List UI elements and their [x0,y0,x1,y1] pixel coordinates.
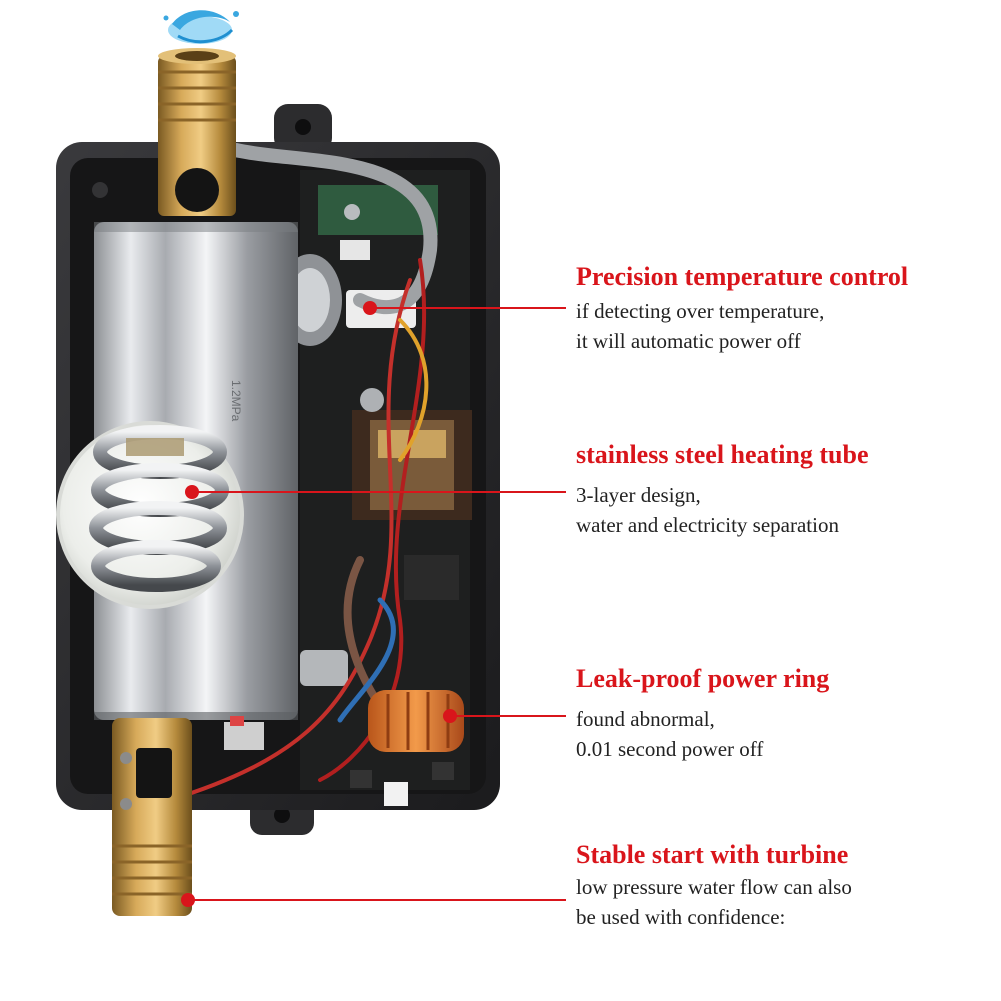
callout-description-line: if detecting over temperature, [576,299,825,323]
callout-description-line: be used with confidence: [576,905,786,929]
callout-description-line: 0.01 second power off [576,737,764,761]
brass-turbine-outlet [112,718,192,916]
callout-markers [181,301,457,907]
red-dot-marker [185,485,199,499]
callout-description-line: found abnormal, [576,707,715,731]
callout-title: Leak-proof power ring [576,664,830,693]
red-dot-marker [181,893,195,907]
control-board [300,170,472,790]
callout-description-line: low pressure water flow can also [576,875,852,899]
heating-coil-magnifier [56,421,244,609]
callout-description-line: it will automatic power off [576,329,801,353]
pressure-rating-label: 1.2MPa [229,380,243,422]
red-dot-marker [363,301,377,315]
leak-proof-power-ring [368,690,464,806]
water-splash-icon [163,10,239,44]
brass-inlet-pipe [158,48,236,216]
red-dot-marker [443,709,457,723]
callout-leaders [188,307,566,901]
callout-description-line: 3-layer design, [576,483,701,507]
callout-title: stainless steel heating tube [576,440,869,469]
callout-description-line: water and electricity separation [576,513,839,537]
callout-title: Precision temperature control [576,262,909,291]
callout-title: Stable start with turbine [576,840,849,869]
